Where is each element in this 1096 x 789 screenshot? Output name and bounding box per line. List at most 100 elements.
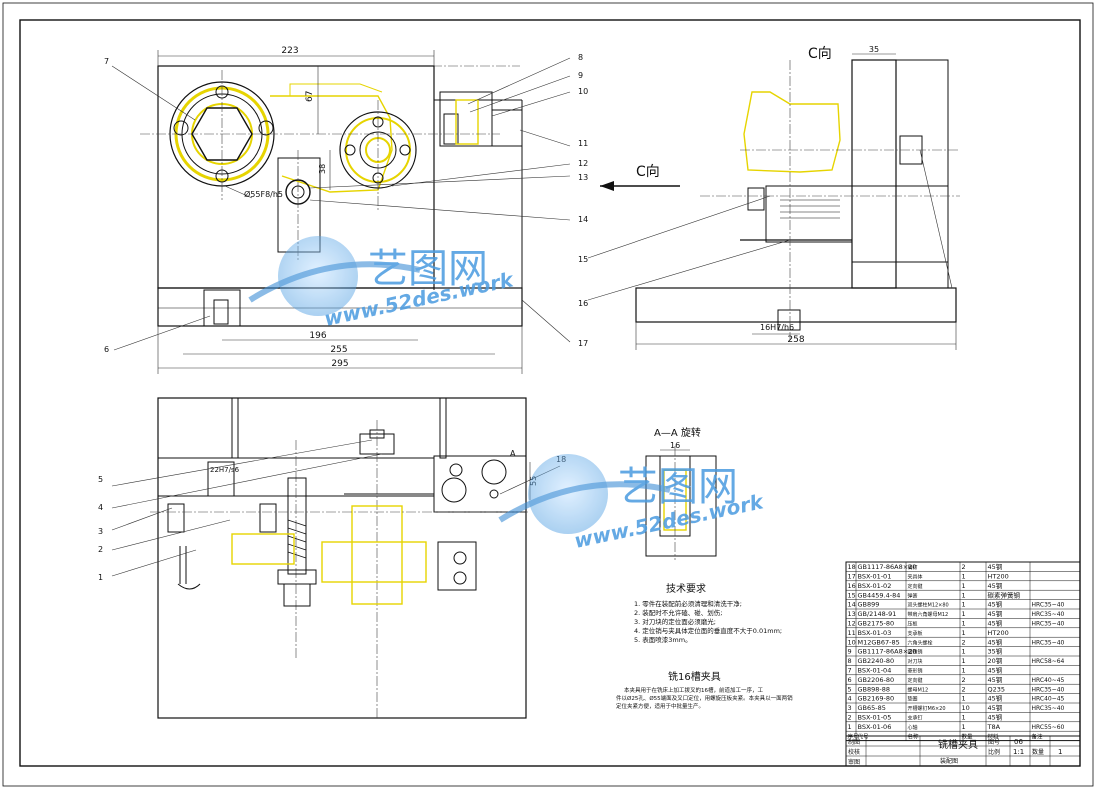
caption-line-1: 本夹具用于在铣床上加工拨叉的16槽，前道加工一序，工 [624,686,764,694]
inner-border [19,19,1081,767]
tb-scale: 1:1 [1013,748,1024,756]
bom-cell: 3 [848,704,852,712]
watermark-2: 艺图网 www.52des.work [498,454,767,553]
globe-icon [278,236,358,316]
dim-38: 38 [318,164,327,174]
dim-258: 258 [787,335,804,345]
bom-cell: 45钢 [988,620,1003,628]
view-c-arrow: C向 [600,164,680,191]
bom-cell: 1 [848,723,852,731]
bom-cell: 菱形销 [908,668,923,675]
front-view [140,65,523,327]
callout-15: 15 [578,255,588,264]
callout-numbers: 7 6 8 9 10 11 12 13 14 17 15 16 5 4 3 2 … [98,53,588,582]
bom-cell: 1 [962,714,966,722]
bom-cell: GB2240-80 [858,657,895,665]
bom-cell: 1 [962,695,966,703]
caption-line-3: 定位夹紧方便，适用于中批量生产。 [616,702,704,710]
bom-cell: 13 [848,610,856,618]
bom-cell: 1 [962,620,966,628]
title-block: 制图 校核 审图 铣槽夹具 装配图 图号 06 比例 1:1 数量 1 [845,735,1081,767]
bom-cell: 1 [962,629,966,637]
bom-cell: HT200 [988,629,1009,637]
top-view: 22H7/s6 A 55 [150,397,538,720]
tech-item-3: 3. 对刀块的定位面必须磨光; [634,617,716,626]
bom-cell: GB2206-80 [858,676,895,684]
globe-icon [528,454,608,534]
tb-sheet-no-label: 图号 [988,739,1000,746]
bom-cell: 8 [848,657,852,665]
bom-cell: GB65-85 [858,704,886,712]
bom-cell: 圆锥销 [908,649,923,656]
tb-role-check: 校核 [848,748,860,756]
bom-cell: HRC55~60 [1032,724,1065,731]
bom-cell: HRC40~45 [1032,677,1065,684]
fixture-caption: 铣16槽夹具 本夹具用于在铣床上加工拨叉的16槽，前道加工一序，工 件以Ø25孔… [616,670,793,710]
callout-17: 17 [578,339,588,348]
tb-drawing-name: 铣槽夹具 [938,738,978,751]
bom-cell: 1 [962,591,966,599]
bom-cell: HRC35~40 [1032,705,1065,712]
bom-cell: 1 [962,723,966,731]
dim-255: 255 [330,345,347,355]
bom-cell: HRC40~45 [1032,696,1065,703]
bom-cell: GB2175-80 [858,620,895,628]
watermark-1: 艺图网 www.52des.work [248,236,517,331]
callout-8: 8 [578,53,583,62]
bom-cell: 弹簧 [908,592,918,599]
bom-cell: HRC35~40 [1032,621,1065,628]
bom-cell: GB2169-80 [858,695,895,703]
bom-cell: 45钢 [988,563,1003,571]
callout-16: 16 [578,299,588,308]
bom-cell: 45钢 [988,695,1003,703]
callout-4: 4 [98,503,103,512]
bom-cell: 开槽螺钉M6×20 [908,705,946,712]
tech-item-2: 2. 装配时不允许磕、碰、划伤; [634,608,722,617]
callout-1: 1 [98,573,103,582]
bom-cell: GB1117-86A8×20 [858,563,917,571]
bom-cell: HRC58~64 [1032,658,1065,665]
bom-cell: GB1117-86A8×20 [858,648,917,656]
bom-cell: 12 [848,620,856,628]
tech-item-1: 1. 零件在装配前必须清理和清洗干净; [634,599,742,608]
bom-cell: 销钉 [908,564,918,571]
callout-leaders [111,57,953,577]
bom-cell: BSX-01-01 [858,573,892,581]
bom-cell: 45钢 [988,704,1003,712]
bom-cell: M12GB67-85 [858,638,900,646]
bom-cell: 5 [848,685,852,693]
bom-cell: BSX-01-02 [858,582,892,590]
tb-sheet-no: 06 [1014,738,1023,746]
bom-cell: 11 [848,629,856,637]
bom-cell: 2 [962,563,966,571]
callout-14: 14 [578,215,588,224]
bom-cell: 45钢 [988,638,1003,646]
bom-cell: 压板 [908,621,918,628]
tb-qty-label: 数量 [1032,748,1044,756]
callout-11: 11 [578,139,588,148]
bom-cell: HRC35~40 [1032,639,1065,646]
bom-cell: 2 [848,714,852,722]
side-view: C向 35 16H7/h6 258 [635,45,960,350]
section-a-a: A—A 旋转 16 [645,426,717,560]
bom-cell: HRC35~40 [1032,602,1065,609]
bom-cell: HRC35~40 [1032,611,1065,618]
callout-9: 9 [578,71,583,80]
bom-cell: 1 [962,601,966,609]
bom-cell: 1 [962,667,966,675]
bom-cell: 对刀块 [908,658,923,665]
bom-cell: 夹具体 [908,574,923,581]
bom-cell: 双头螺柱M12×80 [908,602,949,609]
watermark-brand-2: 艺图网 [618,464,738,510]
c-arrow-label: C向 [636,164,660,180]
callout-13: 13 [578,173,588,182]
section-marker-a: A [510,449,516,458]
bom-cell: GB898-88 [858,685,891,693]
caption-title: 铣16槽夹具 [668,670,721,683]
bom-cell: 垫圈 [908,696,918,703]
bom-cell: 20钢 [988,657,1003,665]
bom-cell: GB/2148-91 [858,610,897,618]
bom-cell: GB899 [858,601,880,609]
